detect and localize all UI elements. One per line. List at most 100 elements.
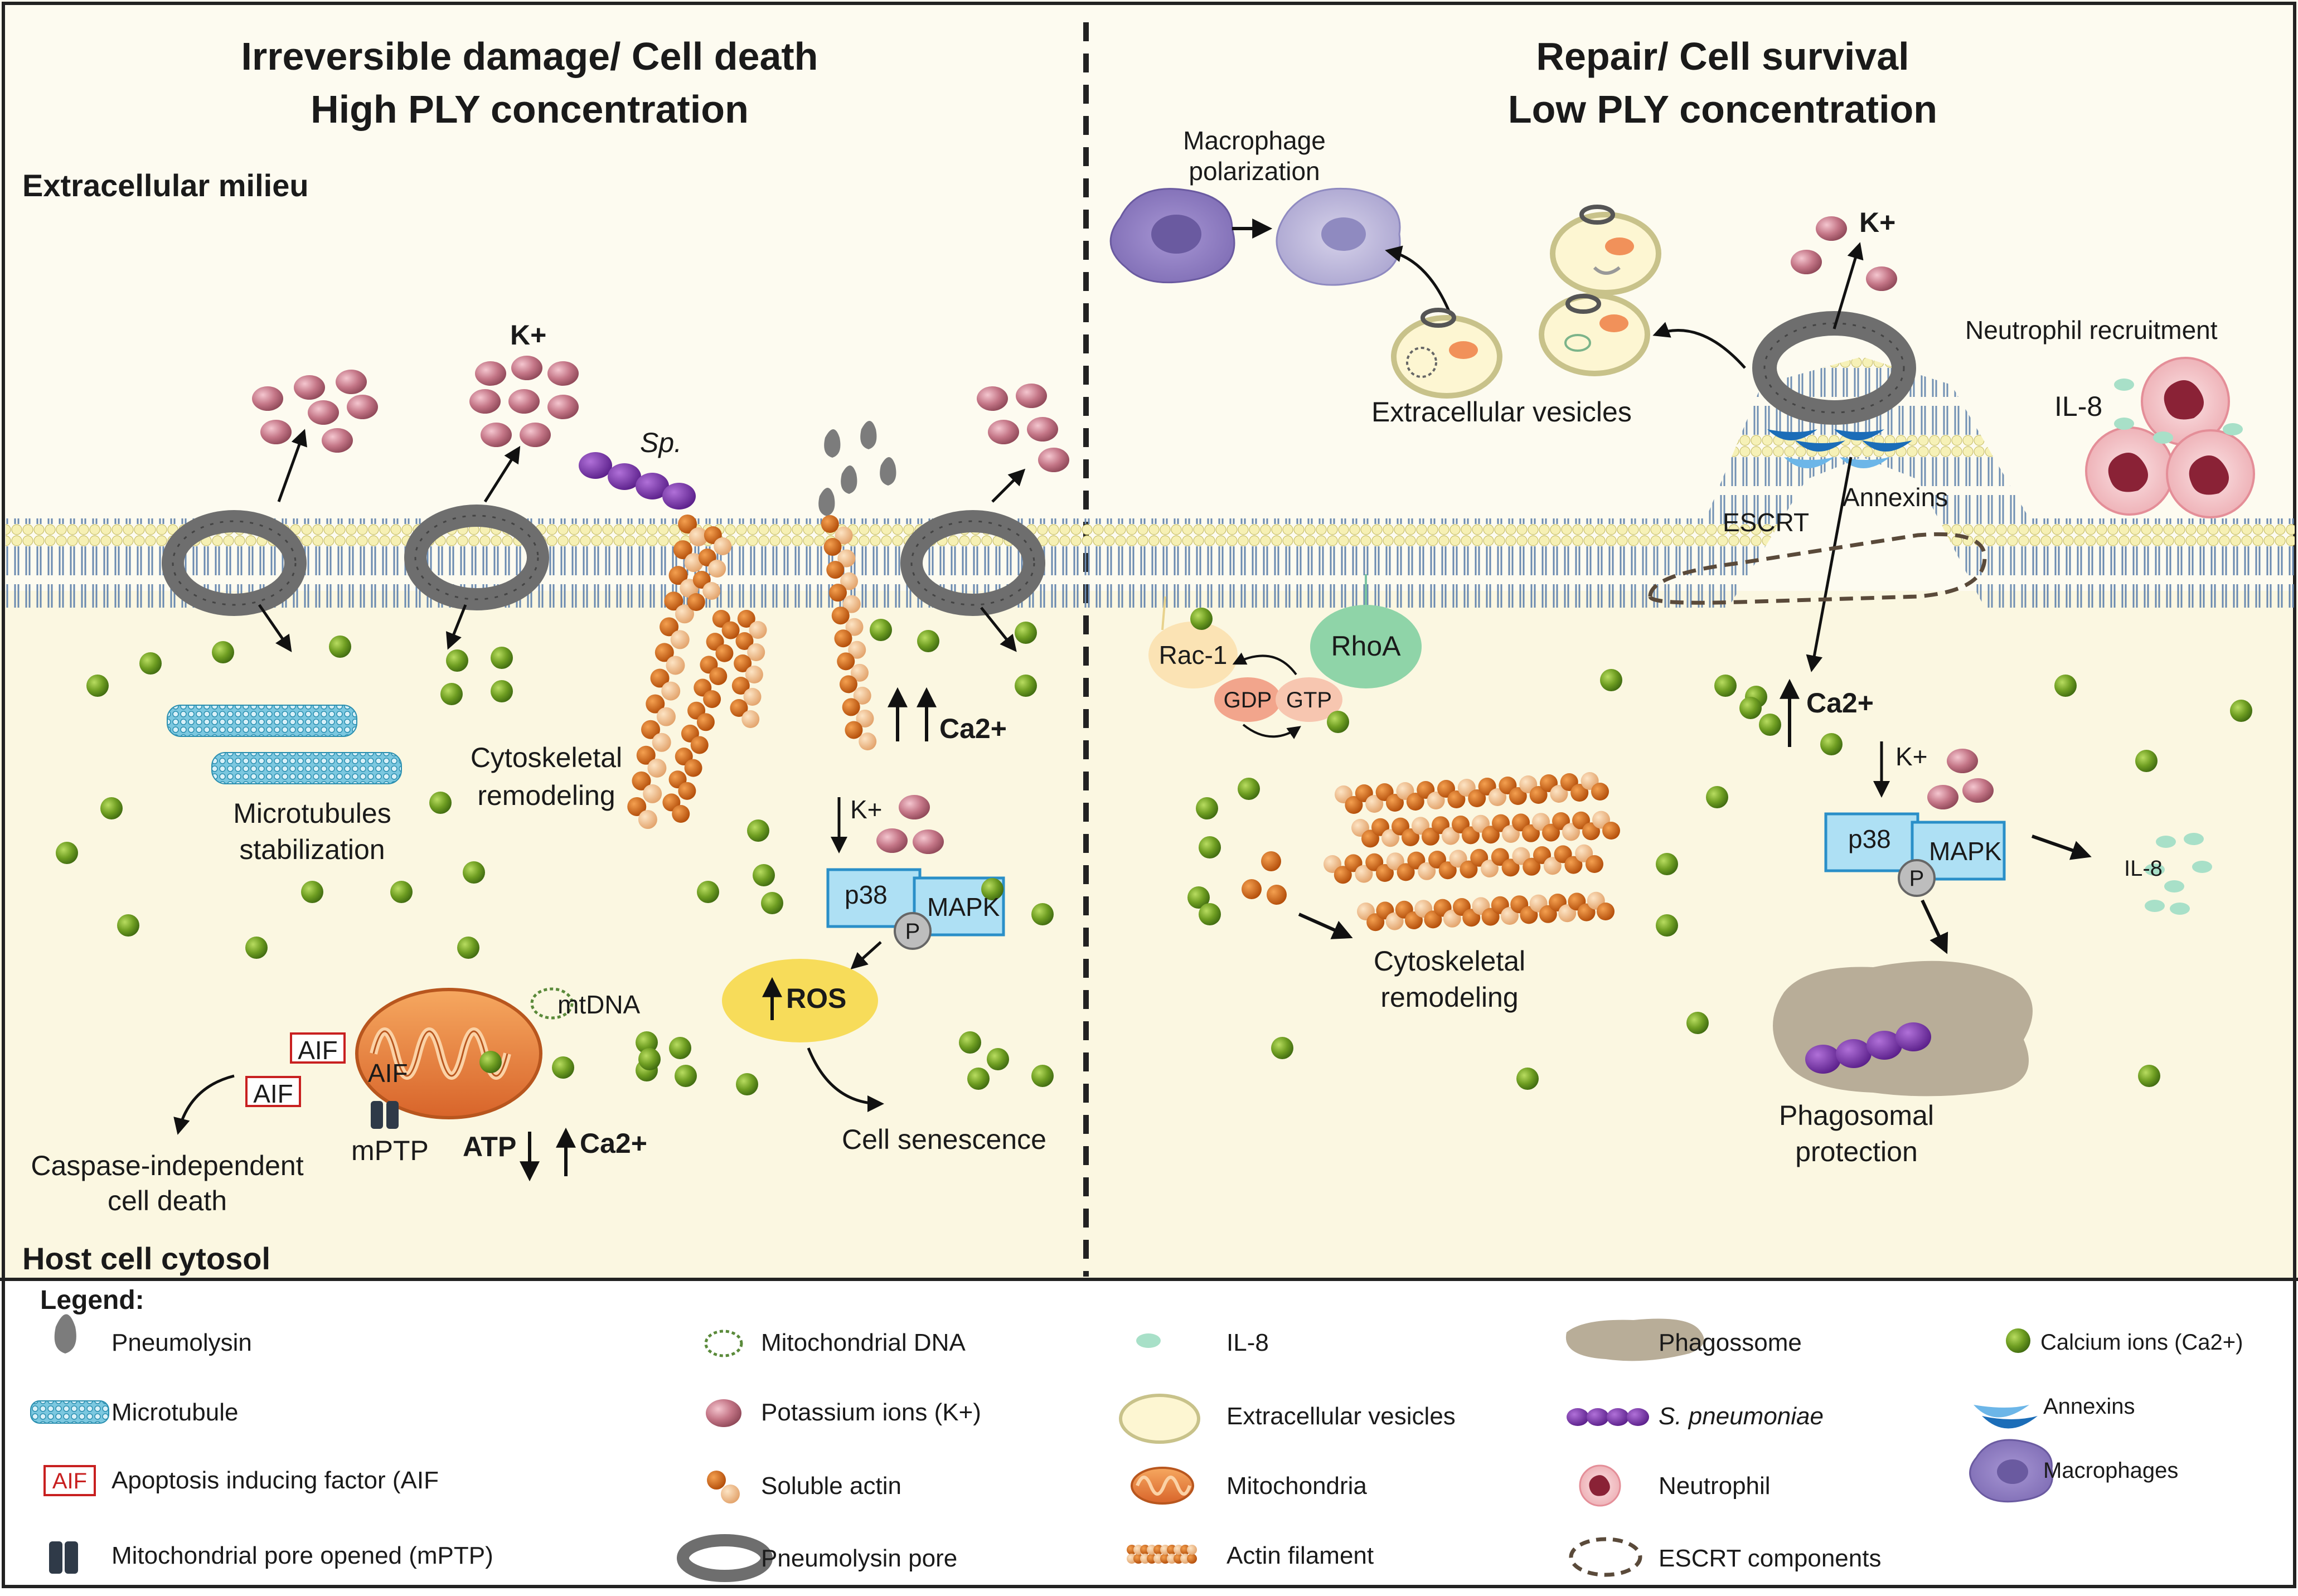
- il8-particles-top: [2114, 379, 2243, 444]
- left-title-line1: Irreversible damage/ Cell death: [241, 35, 818, 78]
- p-label-left: P: [905, 919, 920, 944]
- ca2-label-right: Ca2+: [1806, 687, 1874, 719]
- pneumolysin-pore-1: [162, 510, 307, 616]
- soluble-actin-right: [1242, 851, 1287, 905]
- ca2-mito-label: Ca2+: [580, 1128, 647, 1159]
- macrophage-icon: [1969, 1439, 2053, 1503]
- legend-item-s-pneumoniae: S. pneumoniae: [1659, 1403, 1824, 1430]
- mitochondria-icon: [1131, 1467, 1194, 1505]
- mapk-to-il8-arrow: [2032, 835, 2092, 860]
- legend-item-macrophages: Macrophages: [2043, 1458, 2179, 1483]
- potassium-cluster-repair: [1791, 216, 1897, 291]
- mapk-label-right: MAPK: [1929, 837, 2002, 866]
- potassium-small-left: [876, 795, 944, 854]
- mapk-to-phagosome-arrow: [1921, 899, 1948, 954]
- il8-label-right: IL-8: [2124, 856, 2163, 881]
- k-plus-label-left: K+: [510, 319, 547, 351]
- aif-box1-label: AIF: [298, 1036, 338, 1065]
- legend-item-il8: IL-8: [1226, 1329, 1269, 1356]
- legend-item-neutrophil: Neutrophil: [1659, 1472, 1771, 1500]
- il8-particles-right: [2145, 833, 2212, 915]
- legend-item-microtubule: Microtubule: [111, 1399, 239, 1426]
- legend-item-soluble-actin: Soluble actin: [761, 1472, 901, 1500]
- aif-box-1: [290, 1032, 346, 1064]
- efflux-arrows: [258, 429, 1026, 652]
- legend-item-vesicles: Extracellular vesicles: [1226, 1403, 1456, 1430]
- aif-label-mito: AIF: [368, 1059, 408, 1088]
- legend-item-pneumolysin: Pneumolysin: [111, 1329, 252, 1356]
- microtubules-label-line1: Microtubules: [233, 798, 391, 829]
- legend-item-aif: Apoptosis inducing factor (AIF: [111, 1467, 439, 1494]
- atp-label: ATP: [463, 1131, 517, 1162]
- potassium-cluster-3: [977, 384, 1069, 472]
- pneumolysin-icon: [54, 1314, 76, 1354]
- macrophage-label-line1: Macrophage: [1183, 126, 1326, 155]
- extracellular-label: Extracellular milieu: [22, 168, 309, 203]
- ros-ellipse: [722, 959, 878, 1042]
- actin-filaments-right: [1323, 772, 1620, 932]
- escrt-icon: [1569, 1537, 1642, 1577]
- potassium-small-right: [1927, 749, 1994, 809]
- mtdna-icon: [704, 1330, 743, 1357]
- gtp-label: GTP: [1286, 688, 1332, 712]
- phagosomal-label-line2: protection: [1795, 1136, 1918, 1167]
- pore-to-ev-arrow: [1652, 322, 1746, 369]
- cytosol-region: [0, 591, 2298, 1279]
- k-plus-small-right: K+: [1895, 742, 1928, 771]
- p38-mapk-complex-right: [1824, 812, 2006, 897]
- legend-item-escrt: ESCRT components: [1659, 1545, 1882, 1572]
- legend-item-mptp: Mitochondrial pore opened (mPTP): [111, 1542, 493, 1569]
- mtdna-icon-diagram: [530, 987, 574, 1020]
- ros-senescence-arrow: [807, 1047, 884, 1112]
- mapk-to-ros-arrow: [850, 941, 882, 970]
- potassium-cluster-2: [469, 356, 579, 447]
- right-title-line2: Low PLY concentration: [1507, 88, 1938, 131]
- cell-senescence-label: Cell senescence: [842, 1124, 1046, 1155]
- cytoskeletal-label-right-line1: Cytoskeletal: [1373, 945, 1526, 977]
- calcium-icon: [2006, 1328, 2030, 1353]
- s-pneumoniae-icon: [1567, 1408, 1649, 1426]
- aif-box2-label: AIF: [253, 1079, 293, 1108]
- mptp-icon: [49, 1541, 78, 1574]
- k-plus-label-right: K+: [1859, 207, 1896, 238]
- sp-label: Sp.: [640, 427, 682, 458]
- legend-item-actin-filament: Actin filament: [1226, 1542, 1374, 1569]
- legend-item-mitochondria: Mitochondria: [1226, 1472, 1367, 1500]
- pneumolysin-pore-repair: [1752, 311, 1916, 425]
- extracellular-vesicles-label: Extracellular vesicles: [1371, 396, 1632, 428]
- rac1-label: Rac-1: [1158, 641, 1228, 670]
- ca2-label-left: Ca2+: [939, 713, 1007, 744]
- neutrophils: [2085, 357, 2255, 518]
- left-title-line2: High PLY concentration: [311, 88, 749, 131]
- cytoskeletal-label-right-line2: remodeling: [1380, 982, 1519, 1013]
- p-label-right: P: [1909, 866, 1924, 891]
- escrt-loop: [1648, 532, 1987, 605]
- aif-to-death-arrow: [173, 1074, 235, 1135]
- legend-aif-icon-text: AIF: [52, 1469, 88, 1493]
- annexins-cluster: [1767, 429, 1912, 468]
- pneumolysin-pore-3: [900, 510, 1045, 616]
- legend-title: Legend:: [40, 1285, 144, 1315]
- right-title-line1: Repair/ Cell survival: [1536, 35, 1909, 78]
- potassium-cluster-1: [252, 370, 378, 453]
- pneumolysin-pore-2: [404, 504, 549, 610]
- macrophage-polarized: [1276, 187, 1401, 286]
- vesicle-icon: [1119, 1394, 1200, 1444]
- annexins-label: Annexins: [1843, 483, 1948, 512]
- cytoskeletal-label-left-line2: remodeling: [477, 780, 615, 811]
- escrt-label: ESCRT: [1723, 508, 1810, 537]
- pneumolysin-monomers: [818, 421, 896, 516]
- legend-icons: [30, 1314, 2053, 1582]
- annexins-icon: [1974, 1405, 2038, 1429]
- phagosome-icon: [1565, 1318, 1704, 1361]
- pore-icon: [677, 1534, 773, 1582]
- legend-item-potassium: Potassium ions (K+): [761, 1399, 981, 1426]
- calcium-ions-left: [56, 619, 1054, 1095]
- rhoa-label: RhoA: [1331, 630, 1401, 662]
- calcium-ions-right: [1187, 608, 2252, 1090]
- macrophage-label-line2: polarization: [1189, 157, 1320, 186]
- legend-item-calcium: Calcium ions (Ca2+): [2040, 1330, 2243, 1355]
- caspase-label-line2: cell death: [107, 1185, 227, 1216]
- actin-strands-left: [627, 515, 877, 829]
